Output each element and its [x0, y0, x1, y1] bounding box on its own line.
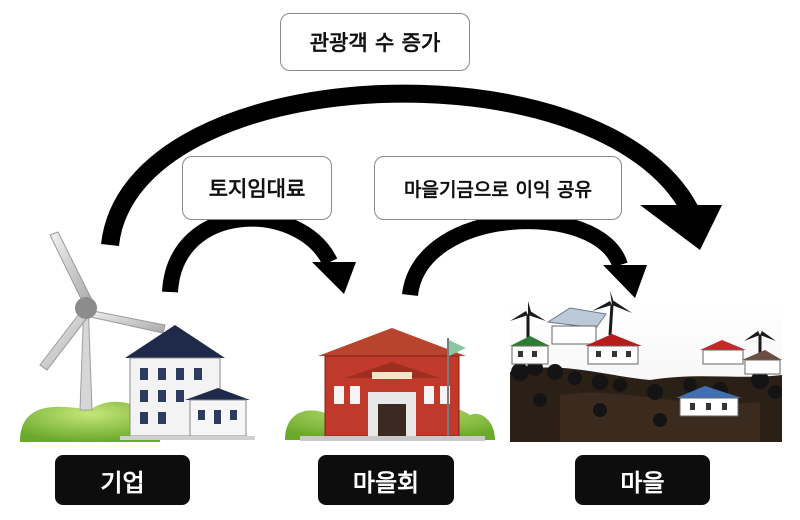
arrow-tourists	[101, 84, 722, 250]
node-label-company-text: 기업	[100, 468, 145, 497]
node-label-council: 마을회	[318, 455, 454, 505]
flow-label-profit-share-text: 마을기금으로 이익 공유	[403, 178, 593, 201]
node-label-council-text: 마을회	[352, 468, 420, 497]
flow-label-land-rent: 토지임대료	[182, 156, 332, 220]
arrow-land-rent	[162, 210, 356, 294]
arrow-profit-share	[402, 213, 647, 298]
flow-label-profit-share: 마을기금으로 이익 공유	[374, 156, 622, 220]
flow-label-land-rent-text: 토지임대료	[208, 177, 306, 201]
wind-turbine-and-office-building-icon	[20, 231, 255, 442]
node-label-village-text: 마을	[620, 468, 665, 497]
node-label-company: 기업	[55, 455, 190, 505]
flow-label-tourists: 관광객 수 증가	[280, 13, 470, 71]
red-village-hall-building-icon	[285, 328, 495, 441]
node-label-village: 마을	[575, 455, 710, 505]
village-painting-icon	[510, 291, 782, 442]
flow-label-tourists-text: 관광객 수 증가	[309, 31, 441, 55]
